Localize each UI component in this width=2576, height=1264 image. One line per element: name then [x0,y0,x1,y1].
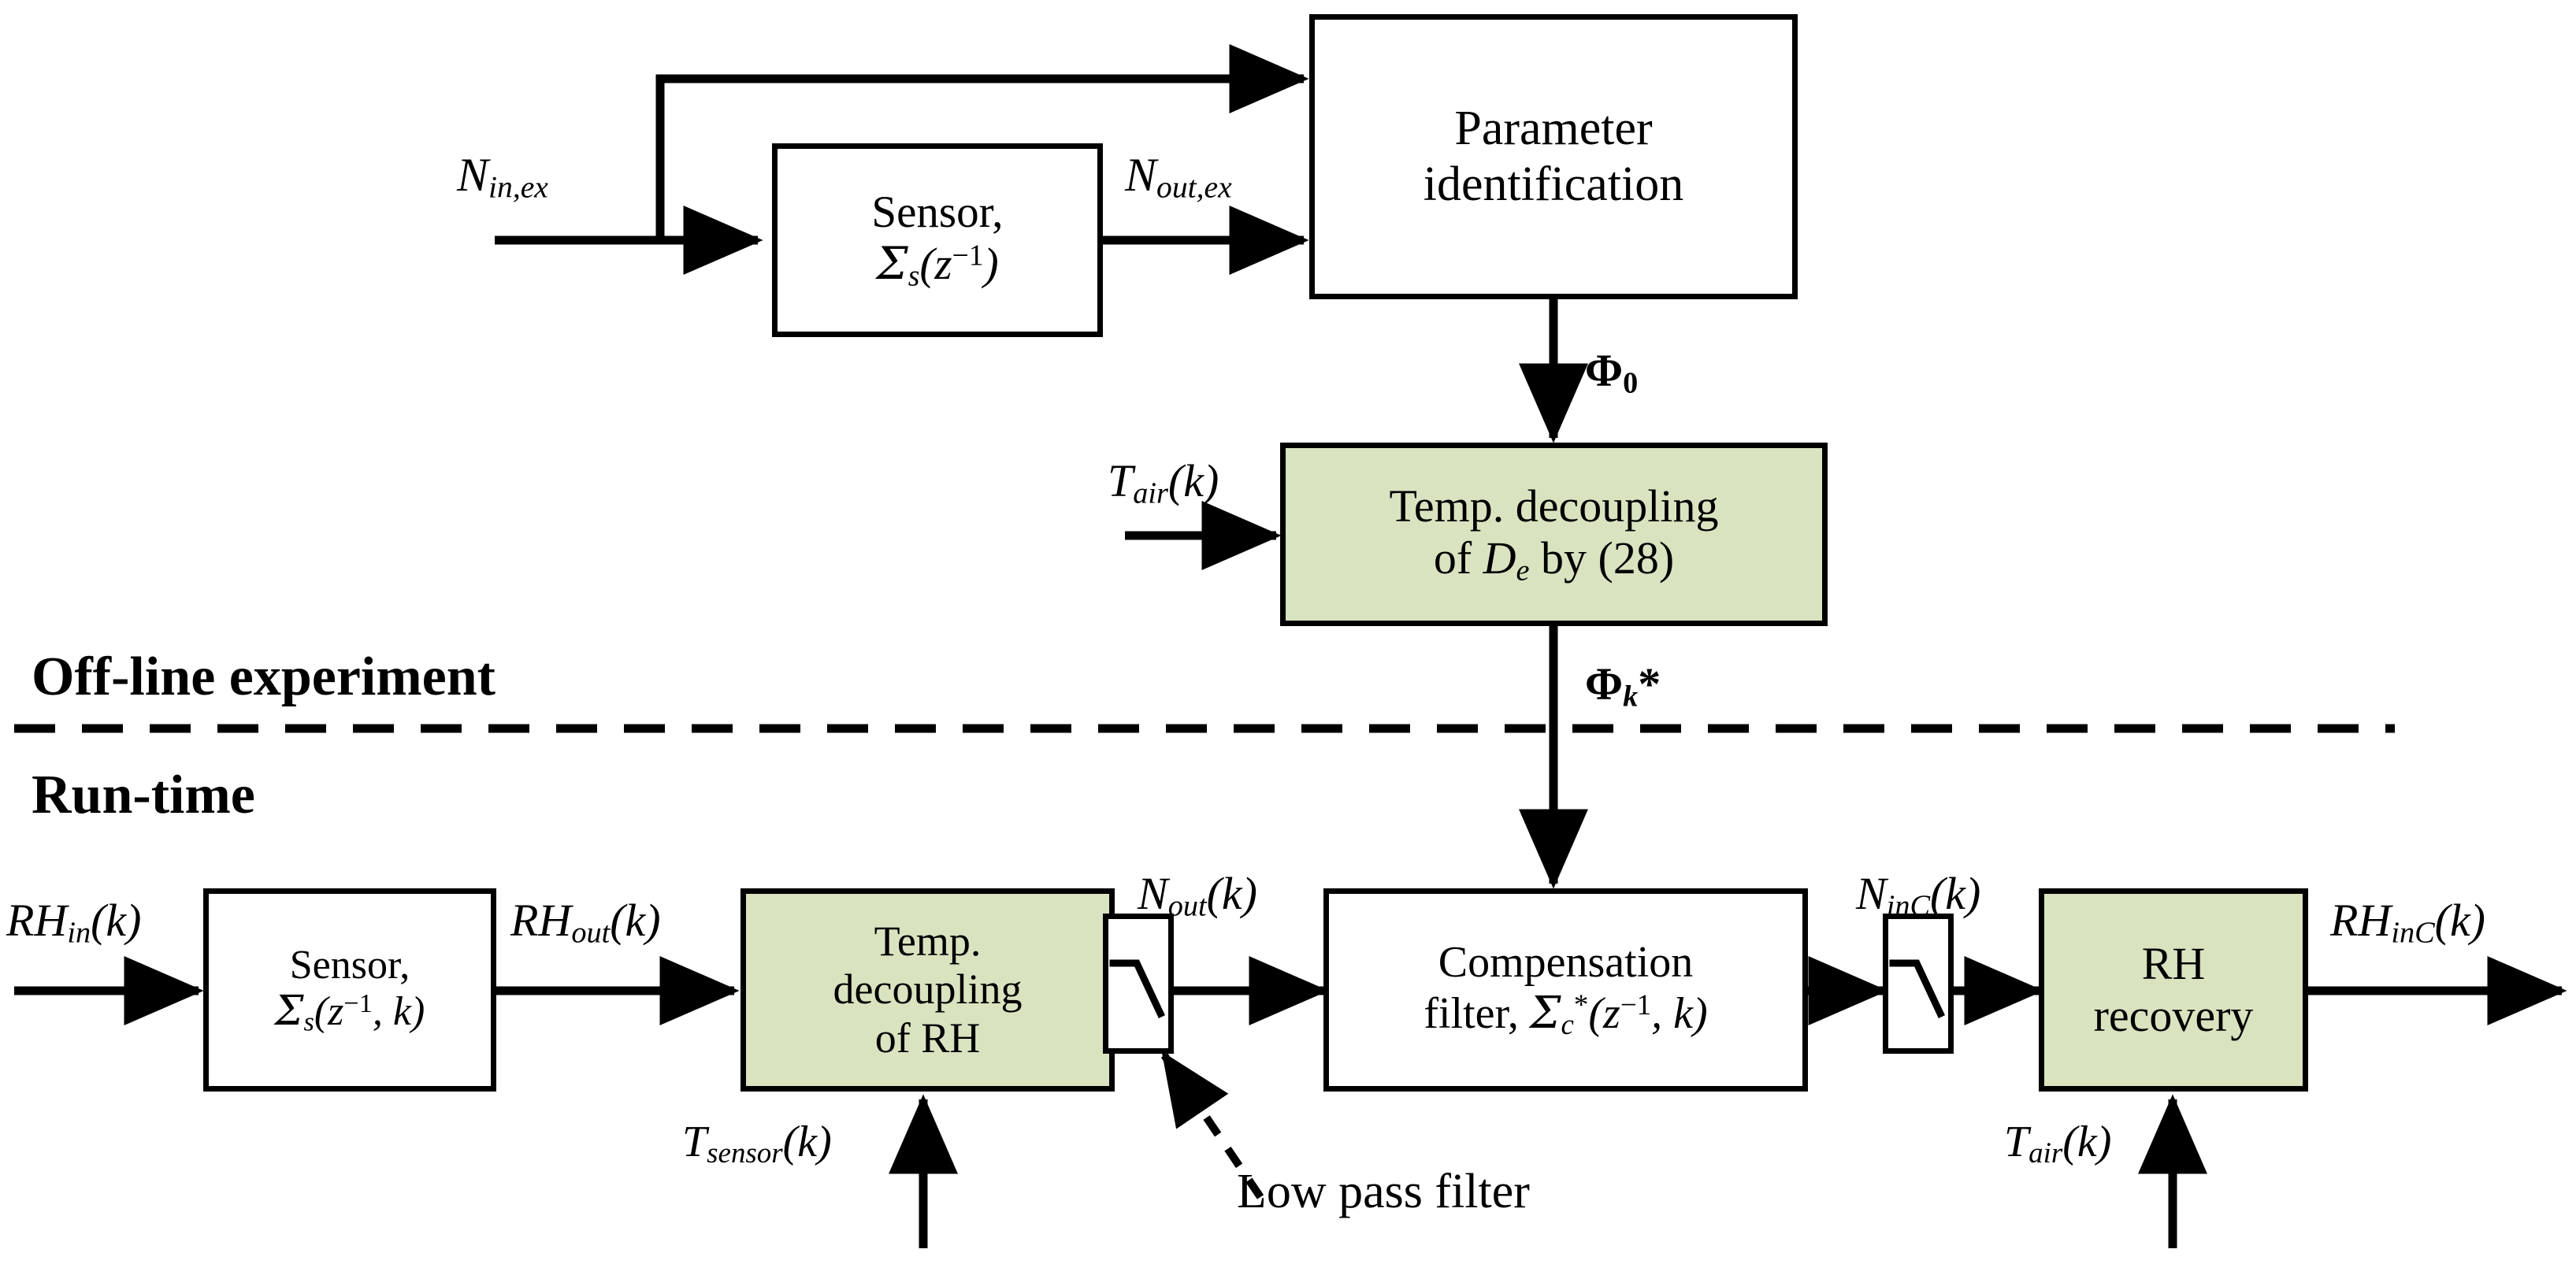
block-temp-decoupling-de[interactable]: Temp. decoupling of De by (28) [1280,443,1828,626]
block-temp-decoupling-de-line1: Temp. decoupling [1389,480,1719,532]
signal-label-t-sensor: Tsensor(k) [682,1118,832,1169]
low-pass-filter-glyph-2 [1889,959,1945,1018]
signal-label-rh-inc: RHinC(k) [2330,895,2485,950]
block-sensor-offline-line2: Σs(z−1) [876,237,999,293]
block-rh-recovery[interactable]: RH recovery [2039,888,2308,1092]
block-temp-decoupling-rh-line3: of RH [874,1014,981,1062]
low-pass-filter-glyph-1 [1109,959,1165,1018]
block-sensor-offline-line1: Sensor, [871,187,1004,237]
block-temp-decoupling-de-line2: of De by (28) [1433,532,1675,588]
block-parameter-identification-line2: identification [1423,158,1684,211]
block-temp-decoupling-rh-line2: decoupling [833,966,1023,1014]
block-parameter-identification-line1: Parameter [1454,102,1653,156]
block-compensation-filter[interactable]: Compensation filter, Σc*(z−1, k) [1323,888,1808,1092]
signal-label-n-in-ex: Nin,ex [457,149,548,205]
arrow-nin-branch-to-param [655,44,1309,240]
signal-label-phi-k-star: Φk* [1585,658,1661,714]
low-pass-filter-icon-2[interactable] [1883,914,1954,1054]
block-compensation-filter-line2: filter, Σc*(z−1, k) [1423,988,1708,1041]
callout-lowpassfilter [1160,1051,1264,1199]
signal-label-t-air-bottom: Tair(k) [2004,1118,2112,1169]
signal-label-n-out: Nout(k) [1138,868,1257,923]
block-sensor-offline[interactable]: Sensor, Σs(z−1) [772,143,1103,337]
block-sensor-runtime-line1: Sensor, [289,943,410,988]
block-compensation-filter-line1: Compensation [1438,938,1694,988]
signal-label-n-inc: NinC(k) [1856,868,1981,923]
signal-label-phi-0: Φ0 [1585,345,1639,400]
section-label-runtime: Run-time [32,765,255,825]
block-sensor-runtime-line2: Σs(z−1, k) [274,988,425,1037]
block-temp-decoupling-rh-line1: Temp. [874,917,982,965]
signal-label-rh-in: RHin(k) [6,895,142,950]
section-label-offline: Off-line experiment [32,647,496,707]
low-pass-filter-icon-1[interactable] [1103,914,1174,1054]
signal-label-n-out-ex: Nout,ex [1125,149,1232,205]
signal-label-t-air-top: Tair(k) [1108,455,1219,510]
block-rh-recovery-line2: recovery [2093,990,2254,1041]
annotation-low-pass-filter: Low pass filter [1237,1165,1530,1218]
block-rh-recovery-line1: RH [2141,937,2206,989]
block-temp-decoupling-rh[interactable]: Temp. decoupling of RH [741,888,1115,1092]
block-sensor-runtime[interactable]: Sensor, Σs(z−1, k) [203,888,496,1092]
block-parameter-identification[interactable]: Parameter identification [1309,14,1798,299]
signal-label-rh-out: RHout(k) [510,895,661,950]
